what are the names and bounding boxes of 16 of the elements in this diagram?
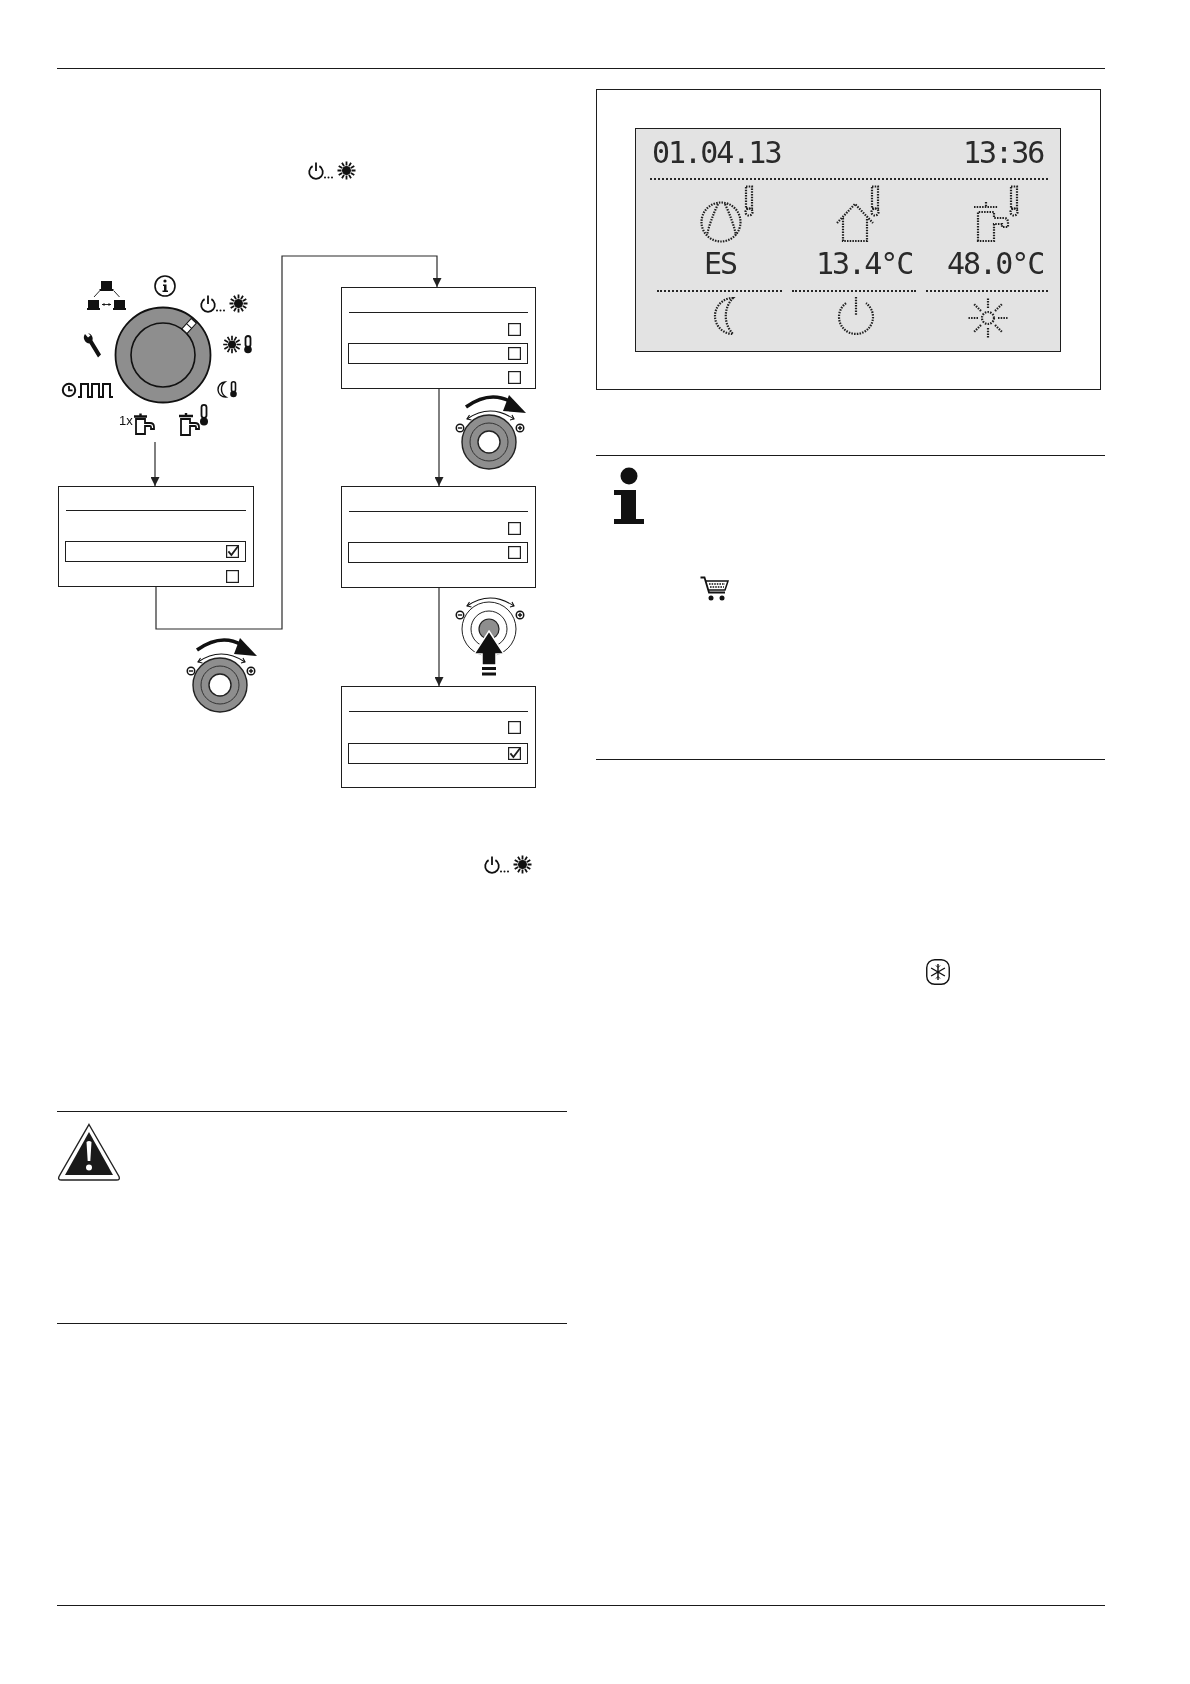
count-label: 1x [119,414,133,428]
temperature-readout: 48.0°C [947,249,1044,279]
status-readout: ES [704,249,737,279]
flow-arrow [155,255,442,630]
menu-screen [341,287,536,389]
temperature-readout: 13.4°C [816,249,913,279]
date-readout: 01.04.13 [652,138,781,168]
flow-arrow [434,388,444,487]
flow-arrow [150,441,160,487]
menu-screen [341,686,536,788]
display-frame [596,89,1101,390]
time-readout: 13:36 [963,138,1044,168]
menu-screen [58,486,254,587]
menu-screen [341,486,536,588]
lcd-screen [635,128,1061,352]
flow-arrow [434,587,444,687]
